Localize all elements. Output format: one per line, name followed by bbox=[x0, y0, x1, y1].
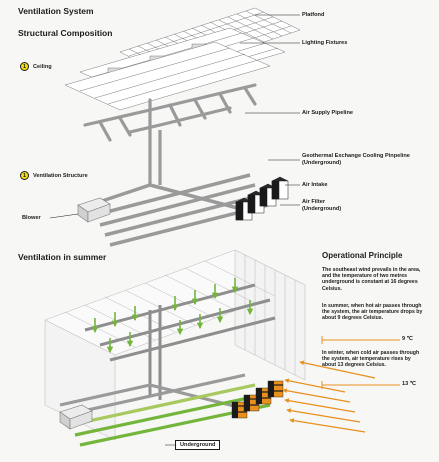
blower-unit bbox=[77, 197, 111, 223]
structural-composition-heading: Structural Composition bbox=[18, 28, 113, 38]
step-label: Ceiling bbox=[33, 63, 52, 70]
step-ceiling: 1 Ceiling bbox=[20, 62, 52, 71]
air-supply-pipes bbox=[83, 83, 257, 177]
step-label: Ventilation Structure bbox=[33, 172, 88, 179]
summer-temp-bar bbox=[321, 336, 400, 344]
winter-temp-bar bbox=[321, 381, 400, 389]
ceiling-layer bbox=[64, 41, 271, 111]
step-ventilation-structure: 1 Ventilation Structure bbox=[20, 171, 88, 180]
principle-text-2: In summer, when hot air passes through t… bbox=[322, 303, 423, 322]
principle-text-3: In winter, when cold air passes through … bbox=[322, 350, 420, 369]
callout-platfond: Platfond bbox=[302, 12, 325, 18]
callout-air-intake: Air Intake bbox=[302, 182, 328, 188]
callout-air-filter: Air Filter (Underground) bbox=[302, 199, 342, 212]
callout-lighting-fixtures: Lighting Fixtures bbox=[302, 40, 348, 46]
wind-arrows bbox=[282, 360, 376, 433]
air-intakes bbox=[235, 176, 289, 221]
principle-text-1: The southeast wind prevails in the area,… bbox=[322, 267, 421, 292]
step-number-badge: 1 bbox=[20, 171, 29, 180]
principle-title: Operational Principle bbox=[322, 251, 403, 260]
summer-air-intakes bbox=[231, 380, 284, 419]
summer-temp-label: 9 ℃ bbox=[402, 336, 413, 342]
callout-air-supply-pipeline: Air Supply Pipeline bbox=[302, 110, 353, 116]
winter-temp-label: 13 ℃ bbox=[402, 381, 417, 387]
underground-label: Underground bbox=[175, 440, 221, 450]
page-title: Ventilation System bbox=[18, 6, 94, 16]
callout-blower: Blower bbox=[22, 215, 41, 221]
summer-heading: Ventilation in summer bbox=[18, 252, 107, 262]
cool-air-arrows bbox=[91, 278, 254, 354]
callout-geothermal-pipeline: Geothermal Exchange Cooling Pinpeline (U… bbox=[302, 153, 410, 166]
summer-blower-unit bbox=[59, 404, 93, 430]
step-number-badge: 1 bbox=[20, 62, 29, 71]
